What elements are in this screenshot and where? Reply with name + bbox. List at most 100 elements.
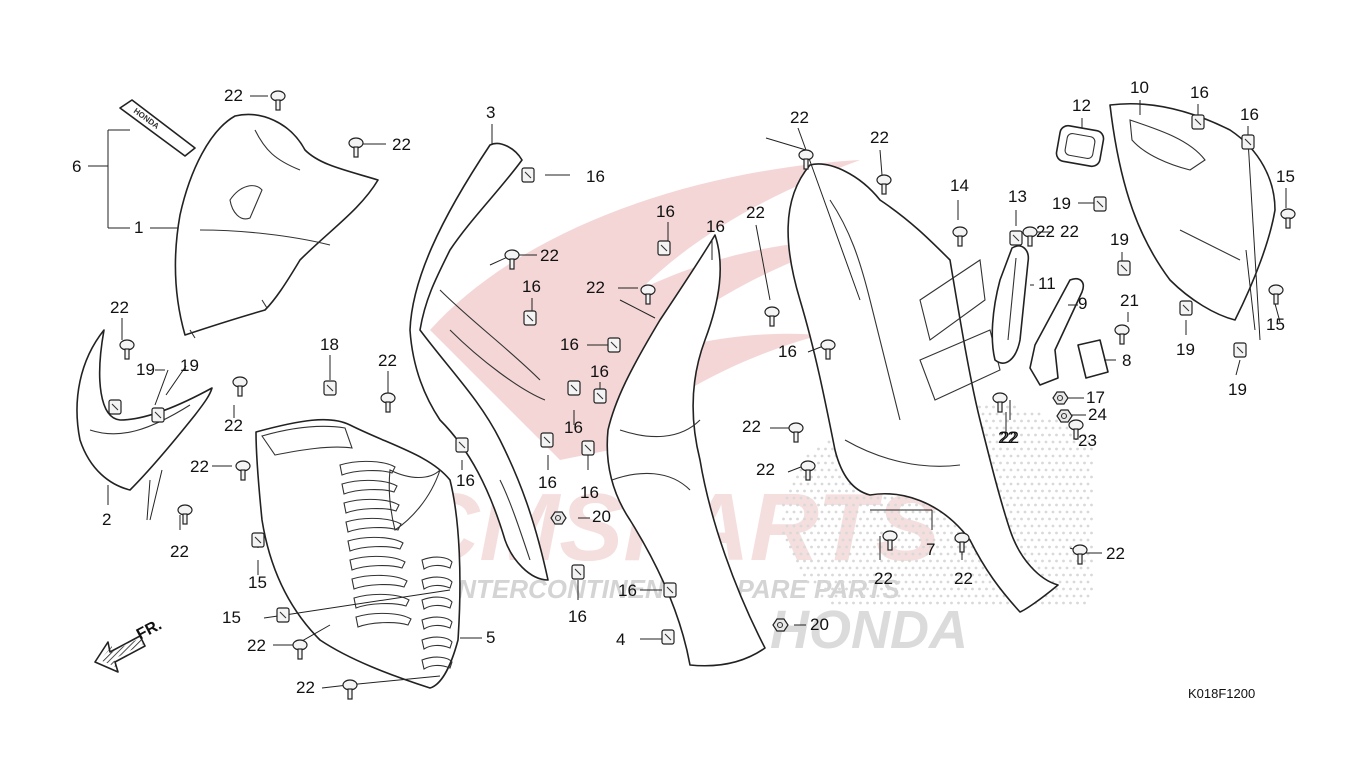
watermark-dot <box>817 503 820 507</box>
watermark-dot <box>939 580 943 584</box>
watermark-dot <box>862 580 866 584</box>
watermark-dot <box>841 552 845 556</box>
watermark-dot <box>792 538 796 542</box>
watermark-dot <box>1013 531 1016 535</box>
watermark-dot <box>820 454 824 458</box>
watermark-dot <box>929 545 932 549</box>
watermark-dot <box>1020 489 1023 493</box>
watermark-dot <box>939 594 943 598</box>
watermark-dot <box>960 580 964 584</box>
screw-icon <box>342 679 358 700</box>
watermark-dot <box>782 503 785 507</box>
watermark-dot <box>890 580 894 584</box>
watermark-dot <box>1013 419 1016 423</box>
watermark-dot <box>1048 475 1051 479</box>
watermark-dot <box>803 475 806 479</box>
watermark-dot <box>1009 524 1013 528</box>
watermark-dot <box>1030 552 1034 556</box>
watermark-dot <box>932 510 936 514</box>
watermark-dot <box>1013 489 1016 493</box>
callout-22: 22 <box>1106 544 1125 563</box>
callout-22: 22 <box>742 417 761 436</box>
watermark-dot <box>831 601 834 605</box>
watermark-dot <box>1006 601 1009 605</box>
watermark-dot <box>1058 538 1062 542</box>
watermark-dot <box>810 531 813 535</box>
watermark-dot <box>785 538 789 542</box>
watermark-dot <box>1062 489 1065 493</box>
watermark-dot <box>876 524 880 528</box>
watermark-dot <box>831 573 834 577</box>
watermark-dot <box>950 545 953 549</box>
watermark-dot <box>929 601 932 605</box>
watermark-dot <box>827 440 831 444</box>
watermark-dot <box>929 587 932 591</box>
watermark-dot <box>1072 594 1076 598</box>
watermark-dot <box>1027 433 1030 437</box>
watermark-dot <box>943 517 946 521</box>
grille-slat <box>343 498 400 514</box>
watermark-dot <box>817 559 820 563</box>
watermark-dot <box>985 587 988 591</box>
watermark-dot <box>901 559 904 563</box>
watermark-dot <box>988 426 992 430</box>
callout-16: 16 <box>456 471 475 490</box>
watermark-dot <box>915 559 918 563</box>
watermark-dot <box>1051 496 1055 500</box>
nut-icon <box>550 511 567 525</box>
watermark-dot <box>1034 531 1037 535</box>
watermark-dot <box>859 517 862 521</box>
watermark-dot <box>799 538 803 542</box>
watermark-dot <box>799 510 803 514</box>
watermark-dot <box>1051 524 1055 528</box>
watermark-dot <box>1083 559 1086 563</box>
watermark-dot <box>1065 538 1069 542</box>
watermark-dot <box>957 601 960 605</box>
watermark-dot <box>1086 524 1090 528</box>
watermark-dot <box>932 524 936 528</box>
watermark-dot <box>1023 412 1027 416</box>
callout-22: 22 <box>586 278 605 297</box>
watermark-dot <box>1076 475 1079 479</box>
watermark-dot <box>813 468 817 472</box>
callout-23: 23 <box>1078 431 1097 450</box>
callout-22: 22 <box>540 246 559 265</box>
watermark-dot <box>831 489 834 493</box>
watermark-dot <box>841 496 845 500</box>
watermark-dot <box>936 531 939 535</box>
watermark-dot <box>1079 566 1083 570</box>
watermark-dot <box>855 566 859 570</box>
watermark-dot <box>852 517 855 521</box>
watermark-dot <box>1027 531 1030 535</box>
watermark-dot <box>1055 447 1058 451</box>
watermark-dot <box>810 545 813 549</box>
watermark-dot <box>1062 461 1065 465</box>
watermark-dot <box>950 531 953 535</box>
watermark-dot <box>1055 475 1058 479</box>
watermark-dot <box>887 503 890 507</box>
watermark-dot <box>810 475 813 479</box>
grille-slat <box>421 656 453 670</box>
watermark-dot <box>894 587 897 591</box>
watermark-dot <box>827 468 831 472</box>
watermark-dot <box>932 552 936 556</box>
watermark-dot <box>873 531 876 535</box>
watermark-dot <box>1030 412 1034 416</box>
watermark-dot <box>1058 426 1062 430</box>
watermark-dot <box>827 538 831 542</box>
watermark-dot <box>960 566 964 570</box>
watermark-dot <box>1016 468 1020 472</box>
watermark-dot <box>1023 482 1027 486</box>
watermark-dot <box>908 503 911 507</box>
watermark-dot <box>1090 531 1093 535</box>
watermark-dot <box>1058 510 1062 514</box>
watermark-dot <box>925 538 929 542</box>
watermark-dot <box>834 566 838 570</box>
watermark-dot <box>845 587 848 591</box>
watermark-dot <box>1058 594 1062 598</box>
callout-16: 16 <box>590 362 609 381</box>
watermark-dot <box>1016 496 1020 500</box>
watermark-dot <box>838 545 841 549</box>
watermark-dot <box>862 594 866 598</box>
